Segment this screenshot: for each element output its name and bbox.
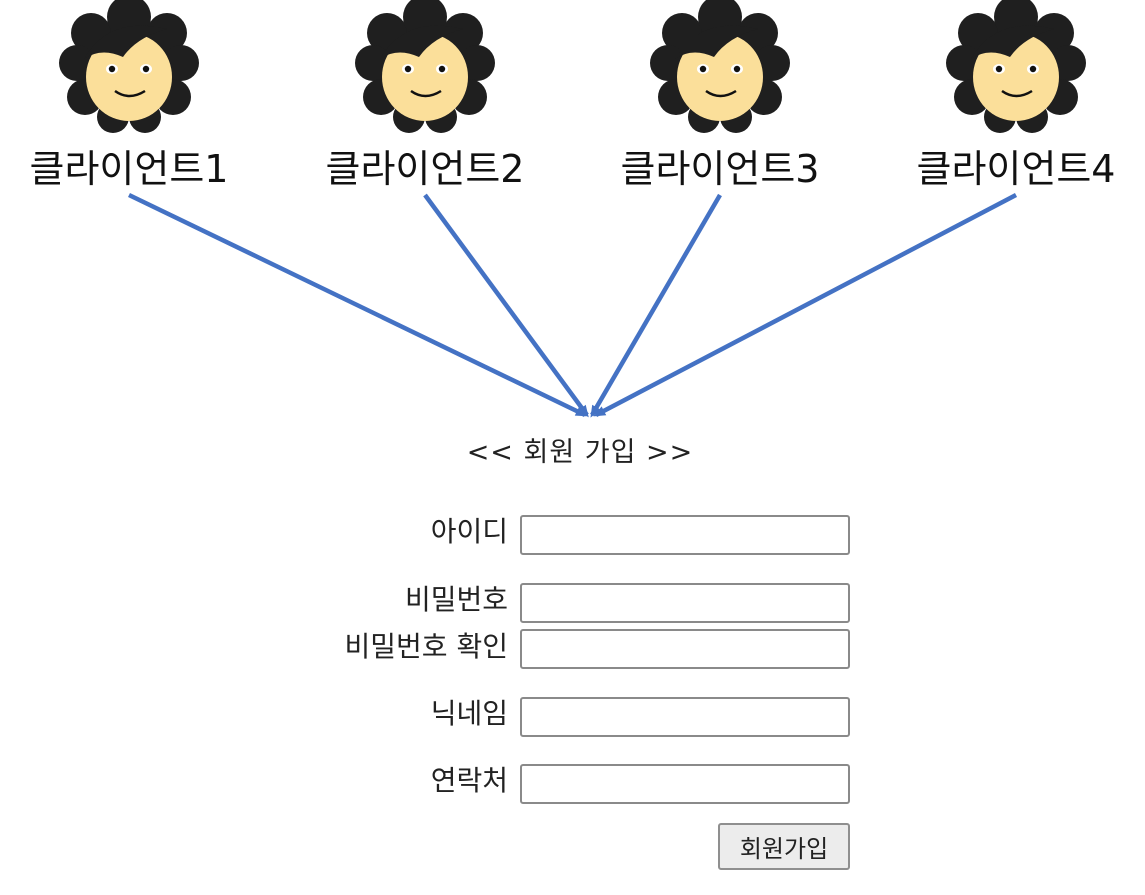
arrow-client-1-to-form: [128, 192, 588, 418]
contact-input[interactable]: [520, 764, 850, 804]
user-id-input[interactable]: [520, 515, 850, 555]
client-1-label: 클라이언트1: [29, 147, 229, 191]
nickname-label: 닉네임: [430, 697, 508, 730]
client-4-label: 클라이언트4: [916, 147, 1116, 191]
client-2-label: 클라이언트2: [325, 147, 525, 191]
client-1-person-face-icon: [57, 0, 201, 135]
arrow-client-4-to-form: [593, 193, 1018, 417]
user-id-label: 아이디: [430, 515, 508, 548]
contact-label: 연락처: [430, 764, 508, 797]
signup-form-title: << 회원 가입 >>: [466, 437, 694, 468]
arrow-client-3-to-form: [590, 193, 722, 418]
password-confirm-input[interactable]: [520, 629, 850, 669]
client-3-label: 클라이언트3: [620, 147, 820, 191]
password-label: 비밀번호: [404, 583, 508, 616]
client-3-person-face-icon: [648, 0, 792, 135]
nickname-input[interactable]: [520, 697, 850, 737]
arrow-client-2-to-form: [423, 193, 589, 418]
password-input[interactable]: [520, 583, 850, 623]
client-4-person-face-icon: [944, 0, 1088, 135]
client-2-person-face-icon: [353, 0, 497, 135]
password-confirm-label: 비밀번호 확인: [344, 630, 508, 663]
signup-button[interactable]: 회원가입: [718, 823, 850, 870]
